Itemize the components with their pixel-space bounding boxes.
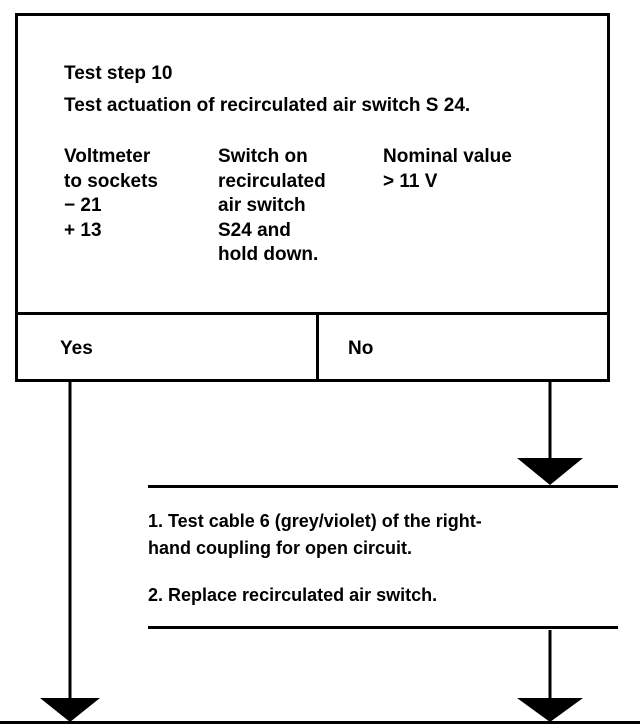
procedure-line: recirculated — [218, 170, 326, 192]
procedure-line: Switch on — [218, 146, 308, 167]
action-step-1-cont: hand coupling for open circuit. — [148, 538, 412, 558]
procedure-column: Switch on recirculated air switch S24 an… — [218, 145, 326, 268]
nominal-value-column: Nominal value > 11 V — [383, 145, 512, 194]
nominal-value-line: Nominal value — [383, 146, 512, 167]
yes-outcome-label: Yes — [60, 338, 93, 359]
procedure-line: air switch — [218, 195, 306, 216]
yes-no-separator — [316, 312, 319, 382]
procedure-line: hold down. — [218, 244, 319, 265]
voltmeter-column: Voltmeter to sockets − 21 + 13 — [64, 145, 158, 243]
action-bottom-rule — [148, 626, 618, 629]
voltmeter-line: to sockets — [64, 170, 158, 192]
test-step-description: Test actuation of recirculated air switc… — [64, 95, 471, 116]
procedure-line: S24 and — [218, 219, 291, 241]
test-step-box — [15, 13, 610, 382]
action-step-1: 1. Test cable 6 (grey/violet) of the rig… — [148, 511, 482, 531]
no-arrow-head — [517, 458, 583, 485]
bottom-rule — [0, 721, 640, 724]
test-step-title: Test step 10 — [64, 63, 173, 84]
voltmeter-line: Voltmeter — [64, 146, 151, 167]
outcome-divider — [15, 312, 610, 315]
continue-arrow-head — [517, 698, 583, 722]
action-top-rule — [148, 485, 618, 488]
voltmeter-line: − 21 — [64, 195, 102, 216]
action-step-2: 2. Replace recirculated air switch. — [148, 585, 438, 605]
yes-arrow-head — [40, 698, 100, 722]
voltmeter-line: + 13 — [64, 219, 102, 241]
nominal-value-line: > 11 V — [383, 170, 438, 192]
no-outcome-label: No — [348, 338, 374, 359]
